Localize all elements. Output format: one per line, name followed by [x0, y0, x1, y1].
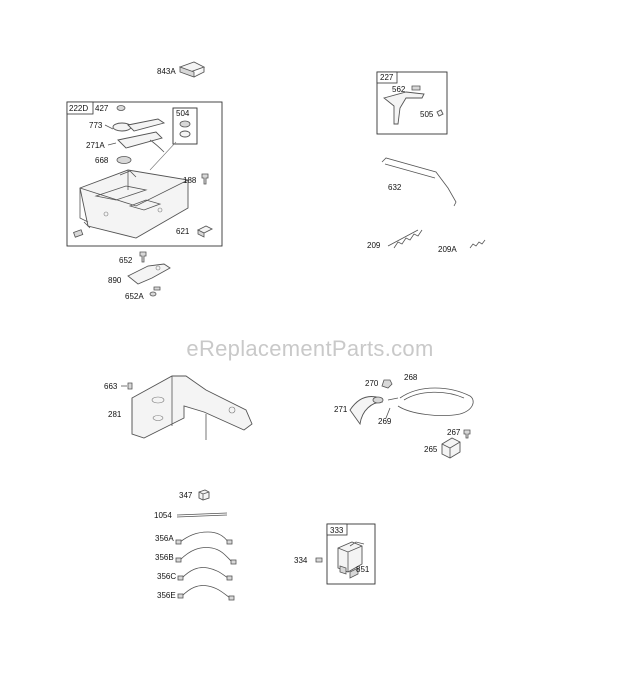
callout-505[interactable]: 505: [420, 110, 434, 119]
wire-1054[interactable]: [176, 512, 228, 516]
cable-clamp[interactable]: [441, 437, 461, 459]
ignition-armature[interactable]: [337, 541, 363, 573]
callout-188[interactable]: 188: [183, 176, 197, 185]
callout-269[interactable]: 269: [378, 417, 392, 426]
group-wires: 347 1054 356A 356B 356C 356E: [154, 489, 237, 601]
wire-356A[interactable]: [179, 531, 229, 543]
callout-347[interactable]: 347: [179, 491, 193, 500]
callout-652A[interactable]: 652A: [125, 292, 144, 301]
callout-1054[interactable]: 1054: [154, 511, 172, 520]
callout-333[interactable]: 333: [330, 526, 344, 535]
part-843A[interactable]: 843A: [157, 61, 206, 78]
callout-652[interactable]: 652: [119, 256, 133, 265]
wire-356E[interactable]: [181, 585, 231, 599]
callout-267[interactable]: 267: [447, 428, 461, 437]
governor-link[interactable]: [381, 157, 457, 207]
callout-271[interactable]: 271: [334, 405, 348, 414]
carburetor-bracket[interactable]: [79, 169, 189, 239]
group-652: 652 890 652A: [108, 251, 171, 301]
callout-356C[interactable]: 356C: [157, 572, 176, 581]
group-throttle: 270 268 271 269: [334, 373, 474, 426]
callout-271A[interactable]: 271A: [86, 141, 105, 150]
callout-334[interactable]: 334: [294, 556, 308, 565]
group-281: 663 281: [104, 375, 253, 440]
governor-spring-209A[interactable]: [469, 239, 486, 249]
callout-504[interactable]: 504: [176, 109, 190, 118]
callout-668[interactable]: 668: [95, 156, 109, 165]
governor-spring-209[interactable]: [393, 229, 423, 249]
callout-773[interactable]: 773: [89, 121, 103, 130]
watermark: eReplacementParts.com: [186, 336, 433, 361]
callout-843A[interactable]: 843A: [157, 67, 176, 76]
callout-222D[interactable]: 222D: [69, 104, 88, 113]
group-333: 333 851 334: [294, 523, 376, 585]
callout-209[interactable]: 209: [367, 241, 381, 250]
group-227: 227 562 505: [376, 71, 448, 135]
callout-427[interactable]: 427: [95, 104, 109, 113]
callout-356E[interactable]: 356E: [157, 591, 176, 600]
callout-356A[interactable]: 356A: [155, 534, 174, 543]
callout-851[interactable]: 851: [356, 565, 370, 574]
callout-265[interactable]: 265: [424, 445, 438, 454]
callout-270[interactable]: 270: [365, 379, 379, 388]
group-222D: 222D 427 504 773 271A 668 188: [66, 101, 223, 247]
callout-209A[interactable]: 209A: [438, 245, 457, 254]
throttle-cable[interactable]: [397, 387, 474, 416]
wire-356C[interactable]: [181, 567, 229, 579]
governor-lever[interactable]: [383, 91, 425, 125]
callout-268[interactable]: 268: [404, 373, 418, 382]
wire-356B[interactable]: [179, 547, 233, 563]
callout-562[interactable]: 562: [392, 85, 406, 94]
box-333: [326, 523, 376, 585]
callout-663[interactable]: 663: [104, 382, 118, 391]
box-227: [376, 71, 448, 135]
callout-632[interactable]: 632: [388, 183, 402, 192]
box-222D: [66, 101, 223, 247]
group-632: 632: [381, 157, 457, 207]
callout-621[interactable]: 621: [176, 227, 190, 236]
group-209: 209 209A: [367, 229, 486, 254]
callout-356B[interactable]: 356B: [155, 553, 174, 562]
callout-227[interactable]: 227: [380, 73, 394, 82]
callout-890[interactable]: 890: [108, 276, 122, 285]
box-504: [172, 107, 198, 145]
control-bracket[interactable]: [131, 375, 253, 439]
group-265: 267 265: [424, 428, 471, 459]
callout-281[interactable]: 281: [108, 410, 122, 419]
